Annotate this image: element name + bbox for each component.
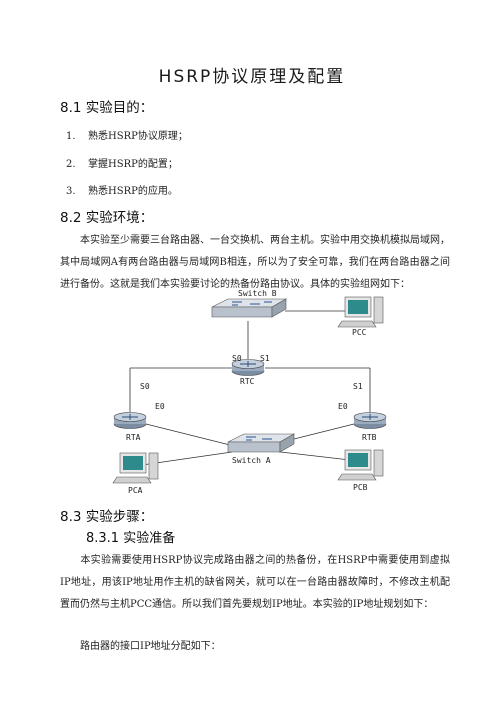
network-topology-diagram: Switch B PCC S0 S1 RTC S0 E0 RTA — [112, 289, 387, 495]
pc-b-icon — [337, 449, 384, 481]
environment-paragraph: 本实验至少需要三台路由器、一台交换机、两台主机。实验中用交换机模拟局域网，其中局… — [60, 230, 450, 296]
preparation-text: 本实验需要使用HSRP协议完成路由器之间的热备份，在HSRP中需要使用到虚拟IP… — [60, 555, 450, 610]
goal-text: 熟悉HSRP协议原理； — [88, 131, 188, 142]
router-c-icon — [231, 359, 265, 376]
router-a-label: RTA — [126, 433, 141, 442]
pc-a-label: PCA — [128, 486, 143, 495]
rtc-s0-label: S0 — [232, 354, 242, 363]
router-b-label: RTB — [362, 433, 377, 442]
rtc-s1-label: S1 — [260, 354, 270, 363]
goal-text: 熟悉HSRP的应用。 — [88, 186, 178, 197]
section-8-3-heading: 8.3 实验步骤： — [60, 509, 154, 525]
preparation-paragraph: 本实验需要使用HSRP协议完成路由器之间的热备份，在HSRP中需要使用到虚拟IP… — [60, 550, 450, 616]
rtb-e0-label: E0 — [338, 402, 348, 411]
switch-b-label: Switch B — [238, 289, 277, 298]
pc-c-label: PCC — [352, 328, 367, 337]
router-c-label: RTC — [240, 377, 255, 386]
rta-e0-label: E0 — [155, 402, 165, 411]
router-b-icon — [353, 412, 387, 429]
goal-item-1: 1. 熟悉HSRP协议原理； — [66, 127, 188, 142]
environment-text: 本实验至少需要三台路由器、一台交换机、两台主机。实验中用交换机模拟局域网，其中局… — [60, 235, 450, 290]
switch-b-icon — [211, 298, 288, 318]
router-a-icon — [113, 412, 147, 429]
section-8-3-1-heading: 8.3.1 实验准备 — [86, 531, 176, 546]
goal-number: 2. — [66, 159, 76, 170]
link-rta-switcha — [141, 422, 231, 446]
pc-b-label: PCB — [353, 483, 368, 492]
page-title: HSRP协议原理及配置 — [158, 67, 346, 87]
pc-a-icon — [112, 452, 159, 484]
goal-item-2: 2. 掌握HSRP的配置； — [66, 155, 178, 170]
goal-number: 3. — [66, 186, 76, 197]
allocation-text: 路由器的接口IP地址分配如下： — [80, 641, 221, 652]
goal-number: 1. — [66, 131, 76, 142]
switch-a-icon — [227, 433, 296, 453]
section-8-2-heading: 8.2 实验环境： — [60, 210, 154, 226]
goal-text: 掌握HSRP的配置； — [88, 159, 178, 170]
goal-item-3: 3. 熟悉HSRP的应用。 — [66, 182, 178, 197]
allocation-line: 路由器的接口IP地址分配如下： — [60, 636, 450, 658]
section-8-1-heading: 8.1 实验目的： — [60, 100, 154, 116]
rta-s0-label: S0 — [140, 382, 150, 391]
pc-c-icon — [337, 296, 384, 328]
rtb-s1-label: S1 — [353, 382, 363, 391]
switch-a-label: Switch A — [232, 456, 271, 465]
link-pcb-switcha — [271, 450, 351, 461]
